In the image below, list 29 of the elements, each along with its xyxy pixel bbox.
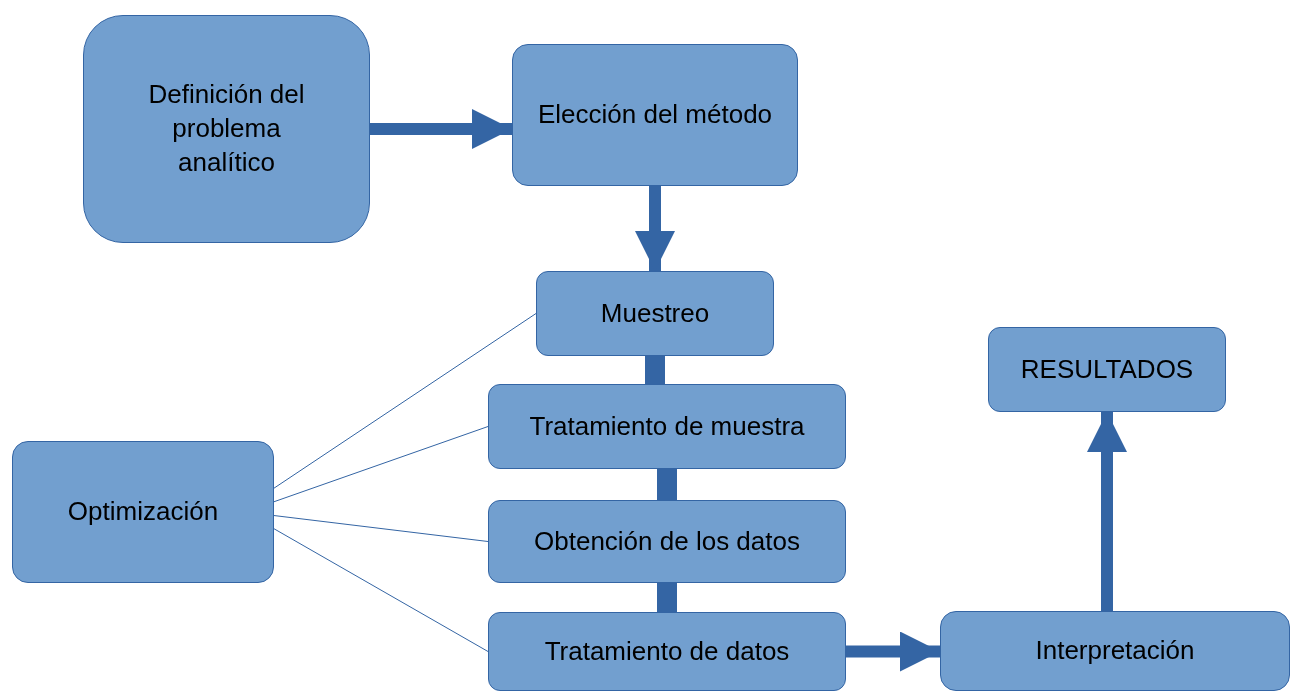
process-box (488, 612, 846, 691)
box-label: Optimización (67, 495, 219, 529)
process-box (488, 384, 846, 469)
box-label: RESULTADOS (1020, 352, 1194, 386)
connector-line (273, 515, 489, 542)
connector-line (273, 313, 537, 489)
connector-line (273, 528, 489, 652)
connector-line (645, 356, 665, 384)
process-box (940, 611, 1290, 691)
box-label: Muestreo (600, 296, 710, 330)
box-label: Definición del problema analítico (147, 78, 306, 179)
box-label: Tratamiento de datos (544, 634, 790, 668)
process-box (988, 327, 1226, 412)
connector-line (657, 583, 677, 612)
connector-line (657, 469, 677, 500)
process-box (512, 44, 798, 186)
arrow (846, 631, 940, 672)
arrow (635, 186, 675, 271)
box-label: Interpretación (1035, 634, 1195, 668)
box-label: Elección del método (537, 98, 773, 132)
process-box (83, 15, 370, 243)
process-box (488, 500, 846, 583)
process-box (536, 271, 774, 356)
process-box (12, 441, 274, 583)
arrow (370, 109, 512, 149)
box-label: Obtención de los datos (534, 524, 800, 558)
box-label: Tratamiento de muestra (529, 409, 805, 443)
arrow (1087, 412, 1127, 611)
connector-line (273, 426, 489, 503)
